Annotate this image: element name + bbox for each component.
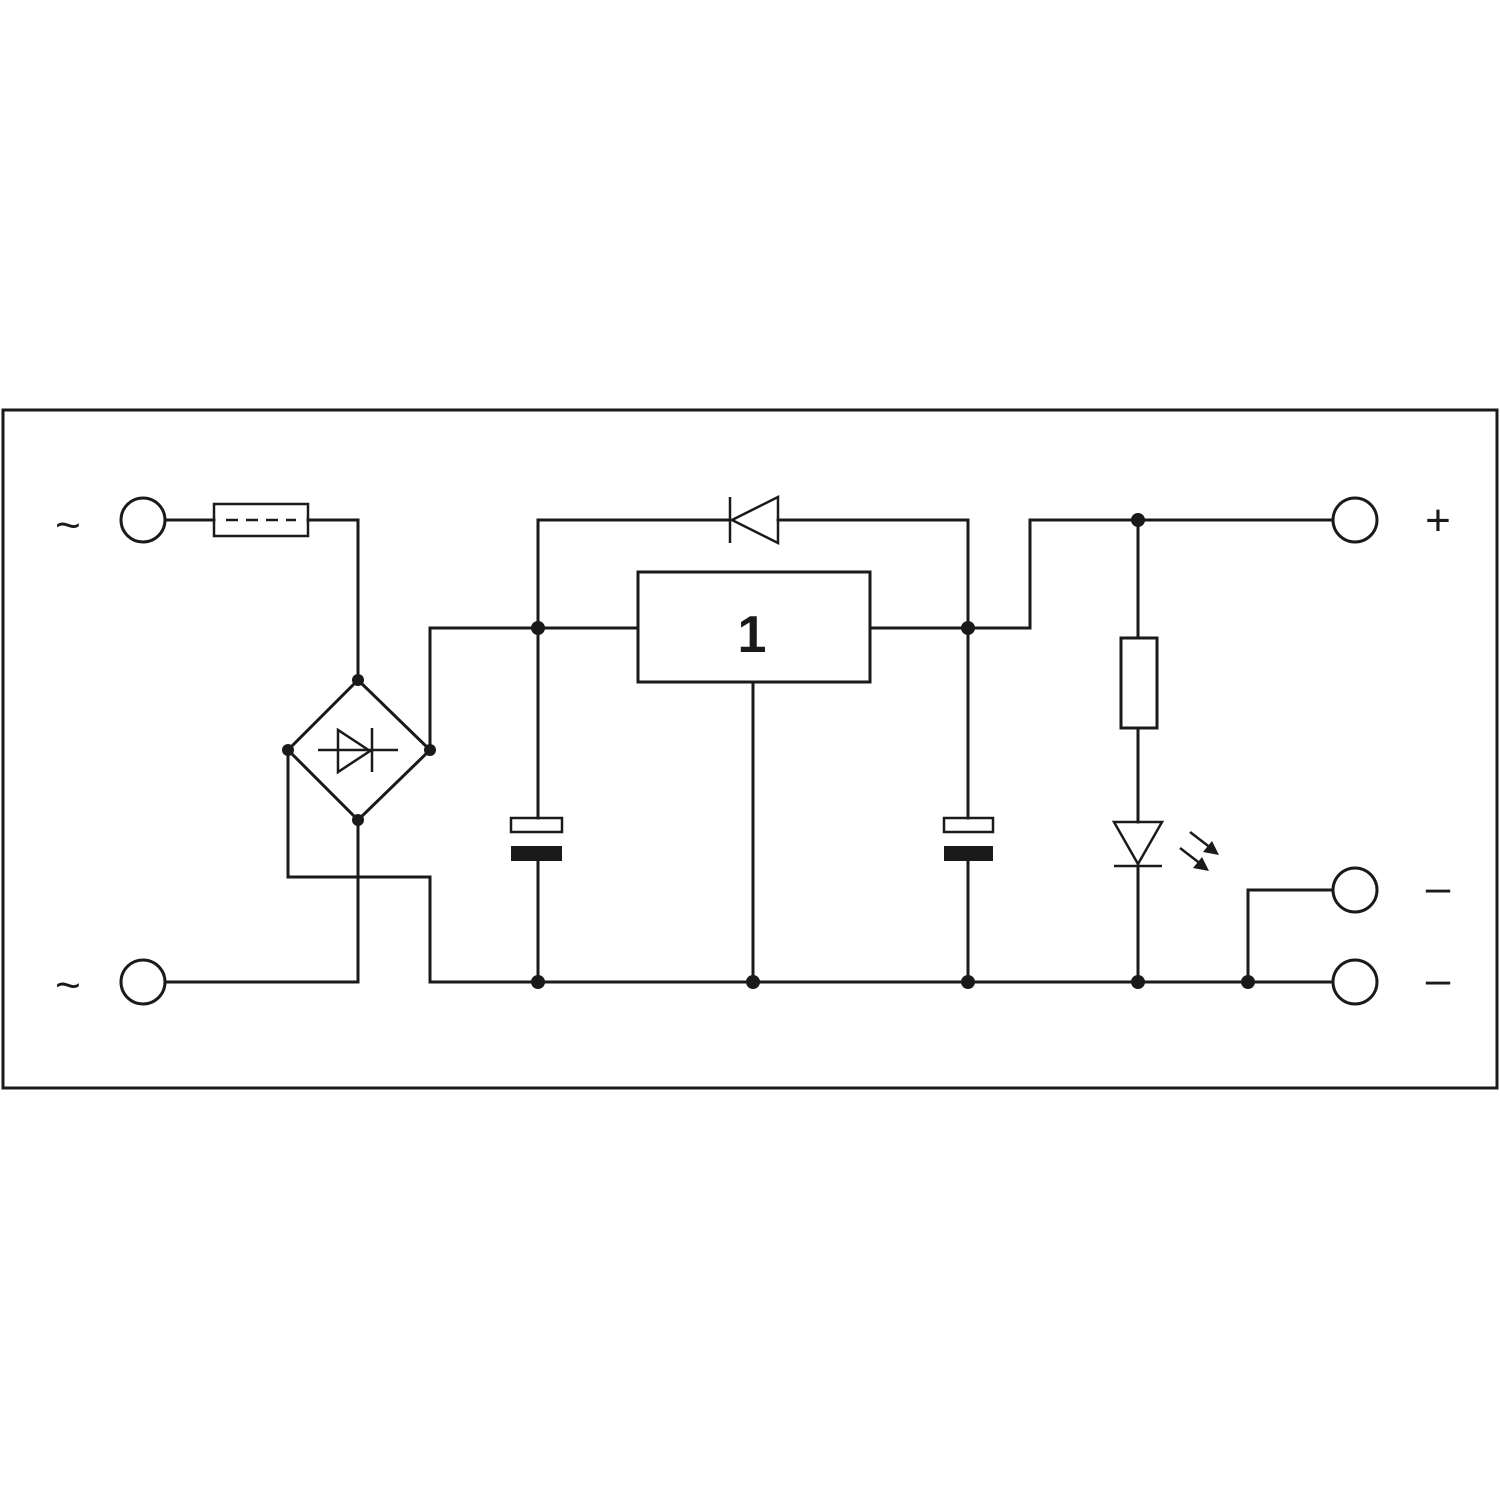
led-indicator — [1111, 820, 1219, 984]
junction-dots — [282, 513, 1255, 989]
bypass-diode — [536, 494, 970, 820]
dc-minus-1-label: – — [1426, 863, 1451, 912]
positive-output-rail — [1028, 518, 1334, 630]
bridge-rectifier — [285, 677, 433, 823]
terminal-dc-plus — [1331, 496, 1379, 544]
terminal-dc-minus-1 — [1331, 866, 1379, 914]
dc-minus-2-label: – — [1426, 955, 1451, 1004]
bridge-wiring — [163, 626, 640, 984]
fuse — [163, 502, 360, 682]
input-capacitor — [509, 518, 564, 984]
resistor — [1119, 518, 1159, 824]
terminal-dc-minus-2 — [1331, 958, 1379, 1006]
ac-input-1-label: ~ — [55, 501, 81, 550]
diagram-frame — [1, 408, 1499, 1090]
negative-tie — [1246, 888, 1334, 984]
regulator-label: 1 — [738, 606, 767, 664]
terminal-ac-in-2 — [119, 958, 167, 1006]
terminal-ac-in-1 — [119, 496, 167, 544]
dc-plus-label: + — [1425, 496, 1451, 545]
output-capacitor — [942, 816, 995, 984]
voltage-regulator: 1 — [636, 570, 1032, 984]
ac-input-2-label: ~ — [55, 961, 81, 1010]
